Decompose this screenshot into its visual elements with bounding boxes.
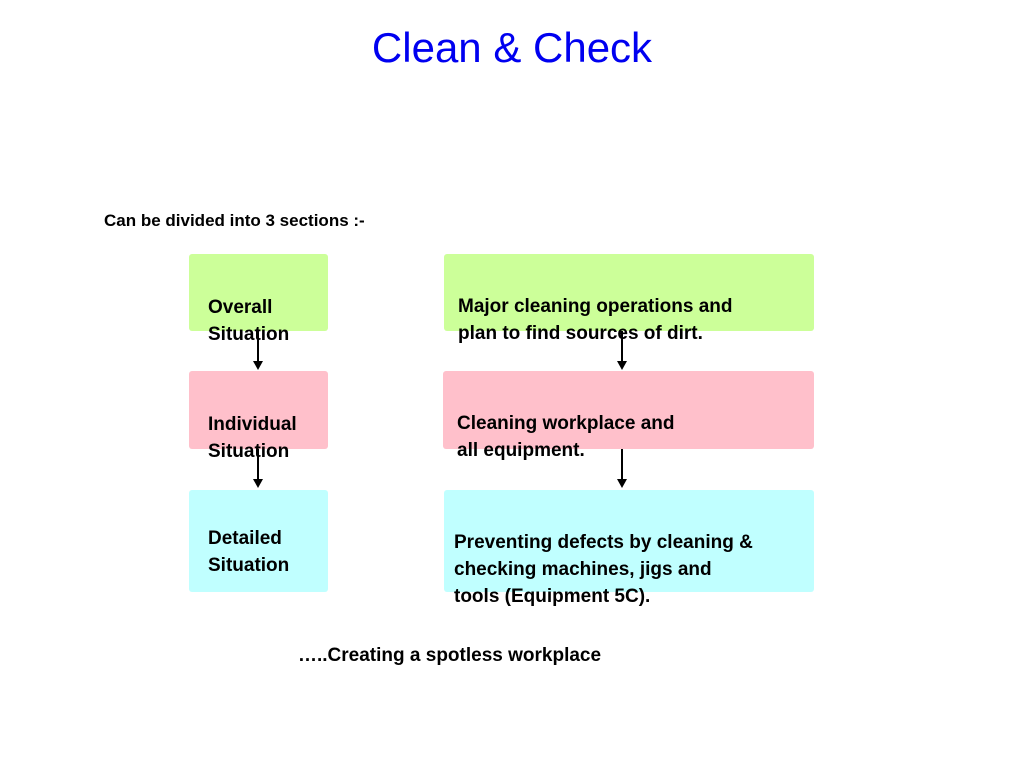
tagline: …..Creating a spotless workplace xyxy=(298,645,602,666)
level-label-individual: Individual Situation xyxy=(208,414,297,462)
level-box-individual: Individual Situation xyxy=(189,371,328,462)
level-label-detailed: Detailed Situation xyxy=(208,528,290,576)
description-box-detailed: Preventing defects by cleaning & checkin… xyxy=(444,490,814,607)
intro-text: Can be divided into 3 sections :- xyxy=(104,211,365,230)
description-text-individual: Cleaning workplace and all equipment. xyxy=(457,413,675,461)
description-text-overall: Major cleaning operations and plan to fi… xyxy=(458,296,733,344)
description-text-detailed: Preventing defects by cleaning & checkin… xyxy=(454,532,753,607)
level-box-overall: Overall Situation xyxy=(189,254,328,345)
description-box-overall: Major cleaning operations and plan to fi… xyxy=(444,254,814,344)
level-box-detailed: Detailed Situation xyxy=(189,490,328,592)
description-box-individual: Cleaning workplace and all equipment. xyxy=(443,371,814,461)
slide-title: Clean & Check xyxy=(371,24,653,71)
level-label-overall: Overall Situation xyxy=(208,297,290,345)
